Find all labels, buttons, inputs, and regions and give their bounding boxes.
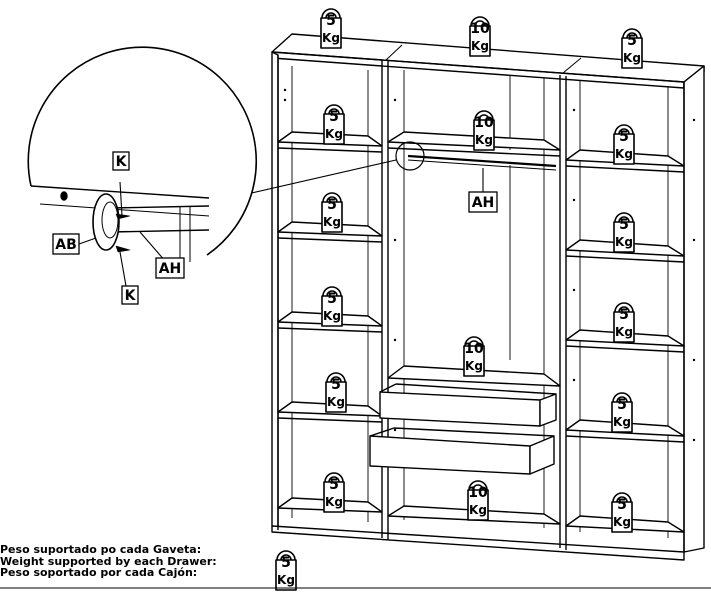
weight-unit: Kg (613, 415, 631, 429)
weight-icon (321, 192, 343, 233)
weight-value-left-shelf-3: 5 (327, 291, 337, 307)
weight-icon (469, 16, 491, 57)
caption-line-portuguese: Peso suportado po cada Gaveta: (0, 543, 202, 556)
weight-icon (323, 104, 345, 145)
weight-value-right-shelf-4: 5 (617, 397, 627, 413)
weight-icon (320, 8, 342, 49)
part-label-box-k-top (112, 151, 130, 171)
weight-value-center-shelf: 10 (474, 115, 494, 131)
caption-line-spanish: Peso soportado por cada Cajón: (0, 566, 198, 579)
rail-mount-detail (27, 46, 425, 287)
weight-unit: Kg (325, 127, 343, 141)
detail-magnified-view (27, 46, 257, 256)
weight-unit: Kg (323, 215, 341, 229)
weight-value-top-right: 5 (627, 33, 637, 49)
weight-value-left-shelf-2: 5 (327, 197, 337, 213)
part-label-ah-rail: AH (472, 195, 495, 211)
weight-icon (467, 480, 489, 521)
weight-unit: Kg (325, 495, 343, 509)
weight-icon (613, 302, 635, 343)
part-label-ah-detail: AH (159, 261, 182, 277)
detail-callout-circle (395, 141, 425, 171)
weight-value-left-shelf-4: 5 (331, 377, 341, 393)
caption-weight-value: 5 (281, 555, 291, 571)
caption-line-english: Weight supported by each Drawer: (0, 554, 217, 568)
caption-weight-unit: Kg (277, 573, 295, 587)
weight-value-top-center: 10 (470, 21, 490, 37)
weight-unit: Kg (613, 515, 631, 529)
weight-icon (325, 372, 347, 413)
left-side-panel (271, 51, 279, 531)
part-label-box-ah-detail (155, 257, 185, 279)
part-label-k-bottom: K (125, 288, 137, 304)
weight-unit: Kg (469, 503, 487, 517)
weight-unit: Kg (615, 325, 633, 339)
drawer-weight-caption: Peso suportado po cada Gaveta: Weight su… (0, 544, 217, 579)
weight-value-right-bottom: 5 (617, 497, 627, 513)
weight-unit: Kg (615, 147, 633, 161)
weight-value-left-shelf-1: 5 (329, 109, 339, 125)
weight-value-center-bottom: 10 (468, 485, 488, 501)
weight-unit: Kg (322, 31, 340, 45)
weight-icon (323, 472, 345, 513)
weight-value-left-bottom: 5 (329, 477, 339, 493)
weight-unit: Kg (615, 235, 633, 249)
weight-value-right-shelf-2: 5 (619, 217, 629, 233)
screw-holes (283, 88, 696, 442)
weight-unit: Kg (465, 359, 483, 373)
weight-value-right-shelf-1: 5 (619, 129, 629, 145)
center-module (369, 70, 567, 550)
weight-unit: Kg (327, 395, 345, 409)
weight-icon (611, 492, 633, 533)
weight-unit: Kg (471, 39, 489, 53)
weight-icon (621, 28, 643, 69)
weight-unit: Kg (323, 309, 341, 323)
part-label-k-top: K (116, 154, 128, 170)
weight-value-center-drawers: 10 (464, 341, 484, 357)
rail-socket (92, 193, 120, 251)
weight-icon (321, 286, 343, 327)
bottom-plinth (271, 525, 685, 561)
weight-value-top-left: 5 (326, 13, 336, 29)
weight-icon (473, 110, 495, 151)
part-label-ab: AB (55, 237, 77, 253)
weight-icon (613, 124, 635, 165)
weight-unit: Kg (475, 133, 493, 147)
weight-unit: Kg (623, 51, 641, 65)
weight-icon (613, 212, 635, 253)
weight-icon (611, 392, 633, 433)
part-label-box-k-bottom (121, 285, 139, 305)
right-side-panel (683, 65, 705, 553)
weight-value-right-shelf-3: 5 (619, 307, 629, 323)
drawer-lower (369, 435, 531, 475)
weight-icon (463, 336, 485, 377)
caption-weight-icon (275, 550, 297, 591)
